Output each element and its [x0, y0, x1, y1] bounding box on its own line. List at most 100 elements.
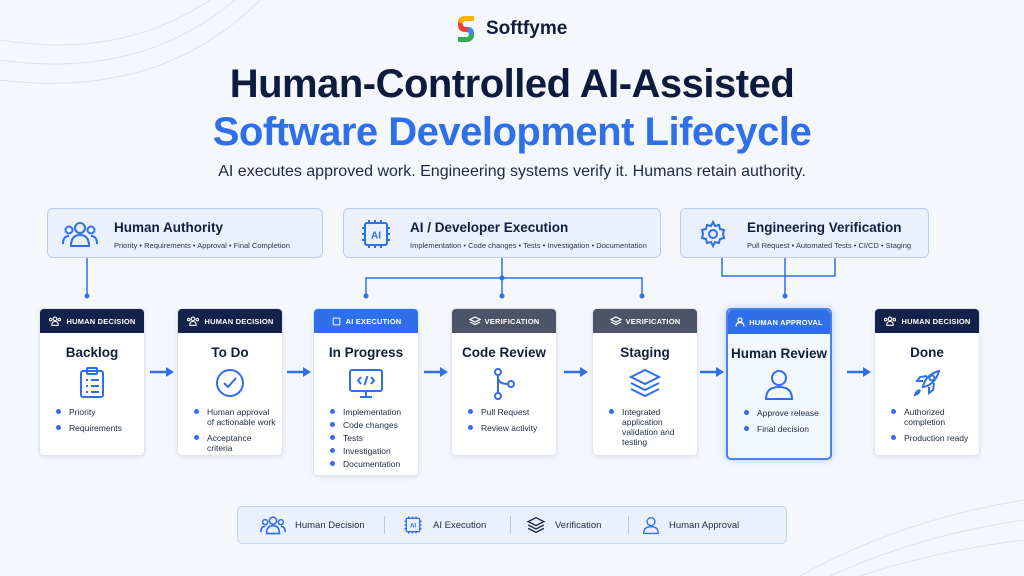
stage-item: Human approval of actionable work — [192, 407, 276, 427]
legend-item-ai-execution: AI AI Execution — [402, 507, 486, 543]
layers-icon — [628, 368, 662, 398]
layers-icon — [468, 316, 481, 326]
badge-label: VERIFICATION — [625, 316, 681, 326]
stage-item: Review activity — [466, 423, 550, 433]
stage-title: Code Review — [461, 345, 547, 360]
softfyme-logo-icon — [458, 16, 474, 42]
stage-title: Human Review — [730, 346, 828, 361]
stage-card-human-review: HUMAN APPROVAL Human Review Approve rele… — [726, 308, 832, 460]
ai-chip-icon — [332, 317, 340, 325]
legend-item-verification: Verification — [526, 507, 601, 543]
person-icon — [643, 517, 659, 535]
stage-badge: HUMAN DECISION — [178, 309, 282, 333]
branch-icon — [494, 368, 515, 400]
flow-arrow-icon — [564, 367, 588, 377]
clipboard-icon — [80, 367, 104, 398]
flow-arrow-icon — [847, 367, 871, 377]
people-icon — [260, 516, 286, 535]
badge-label: HUMAN DECISION — [901, 316, 971, 326]
stage-badge: AI EXECUTION — [314, 309, 418, 333]
badge-label: HUMAN APPROVAL — [749, 317, 823, 327]
legend-label: Human Approval — [669, 519, 740, 531]
check-circle-icon — [216, 369, 244, 397]
stage-card-backlog: HUMAN DECISION Backlog Priority Requirem… — [39, 308, 145, 456]
stage-badge: HUMAN DECISION — [875, 309, 979, 333]
stage-title: To Do — [211, 345, 249, 360]
stage-title: Done — [910, 345, 944, 360]
stage-badge: VERIFICATION — [593, 309, 697, 333]
badge-label: AI EXECUTION — [345, 316, 402, 326]
stage-item: Implementation — [328, 407, 412, 417]
ai-chip-icon: AI — [404, 516, 422, 534]
stage-item: Pull Request — [466, 407, 550, 417]
legend-item-human-approval: Human Approval — [642, 507, 739, 543]
people-icon — [187, 316, 200, 326]
flow-arrow-icon — [150, 367, 174, 377]
stage-badge: HUMAN DECISION — [40, 309, 144, 333]
legend-label: AI Execution — [433, 519, 487, 531]
people-icon — [884, 316, 897, 326]
stage-item: Requirements — [54, 423, 138, 433]
badge-label: VERIFICATION — [484, 316, 540, 326]
legend-label: Human Decision — [295, 519, 365, 531]
ai-chip-icon: AI — [362, 220, 390, 248]
flow-arrow-icon — [287, 367, 311, 377]
page-subtitle: AI executes approved work. Engineering s… — [218, 163, 806, 180]
legend-divider — [384, 516, 385, 534]
page-title-line2: Software Development Lifecycle — [212, 110, 812, 154]
stage-card-todo: HUMAN DECISION To Do Human approval of a… — [177, 308, 283, 456]
stage-card-code-review: VERIFICATION Code Review Pull Request Re… — [451, 308, 557, 456]
page-title-line1: Human-Controlled AI-Assisted — [229, 62, 795, 106]
svg-text:AI: AI — [410, 523, 416, 530]
stage-card-staging: VERIFICATION Staging Integrated applicat… — [592, 308, 698, 456]
brand-name: Softfyme — [486, 18, 568, 39]
badge-label: HUMAN DECISION — [204, 316, 274, 326]
stage-item: Code changes — [328, 420, 412, 430]
stage-badge: VERIFICATION — [452, 309, 556, 333]
group-title: Human Authority — [114, 220, 223, 235]
stage-item: Final decision — [742, 424, 824, 434]
legend-item-human-decision: Human Decision — [260, 507, 365, 543]
group-human-authority: Human Authority Priority • Requirements … — [47, 208, 323, 258]
stage-badge: HUMAN APPROVAL — [728, 310, 830, 334]
stage-card-in-progress: AI EXECUTION In Progress Implementation … — [313, 308, 419, 476]
group-ai-execution: AI AI / Developer Execution Implementati… — [343, 208, 661, 258]
stage-item: Priority — [54, 407, 138, 417]
flow-arrow-icon — [424, 367, 448, 377]
group-title: AI / Developer Execution — [410, 220, 569, 235]
flow-arrow-icon — [700, 367, 724, 377]
group-engineering-verification: Engineering Verification Pull Request • … — [680, 208, 929, 258]
stage-item: Tests — [328, 433, 412, 443]
stage-item: Integrated application validation and te… — [607, 407, 691, 447]
stage-item: Authorized completion — [889, 407, 973, 427]
group-subtitle: Implementation • Code changes • Tests • … — [410, 241, 647, 250]
people-icon — [62, 222, 98, 247]
layers-icon — [609, 316, 622, 326]
stage-item: Investigation — [328, 446, 412, 456]
person-icon — [764, 370, 794, 400]
badge-label: HUMAN DECISION — [66, 316, 136, 326]
brand-logo: Softfyme — [454, 14, 567, 44]
gear-icon — [700, 220, 726, 248]
legend-divider — [510, 516, 511, 534]
rocket-icon — [913, 369, 941, 397]
stage-title: Staging — [620, 345, 670, 360]
stage-item: Acceptance criteria — [192, 433, 276, 453]
legend: Human Decision AI AI Execution Verificat… — [237, 506, 787, 544]
people-icon — [49, 316, 62, 326]
stage-item: Approve release — [742, 408, 824, 418]
stage-item: Production ready — [889, 433, 973, 443]
code-monitor-icon — [349, 369, 383, 398]
person-icon — [735, 317, 745, 327]
stage-item: Documentation — [328, 459, 412, 469]
group-subtitle: Priority • Requirements • Approval • Fin… — [114, 241, 290, 250]
svg-text:AI: AI — [371, 231, 381, 242]
legend-label: Verification — [555, 519, 602, 531]
stage-title: Backlog — [65, 345, 119, 360]
layers-icon — [526, 516, 546, 534]
legend-divider — [628, 516, 629, 534]
stage-title: In Progress — [328, 345, 404, 360]
group-title: Engineering Verification — [747, 220, 902, 235]
group-subtitle: Pull Request • Automated Tests • CI/CD •… — [747, 241, 912, 250]
stage-card-done: HUMAN DECISION Done Authorized completio… — [874, 308, 980, 456]
